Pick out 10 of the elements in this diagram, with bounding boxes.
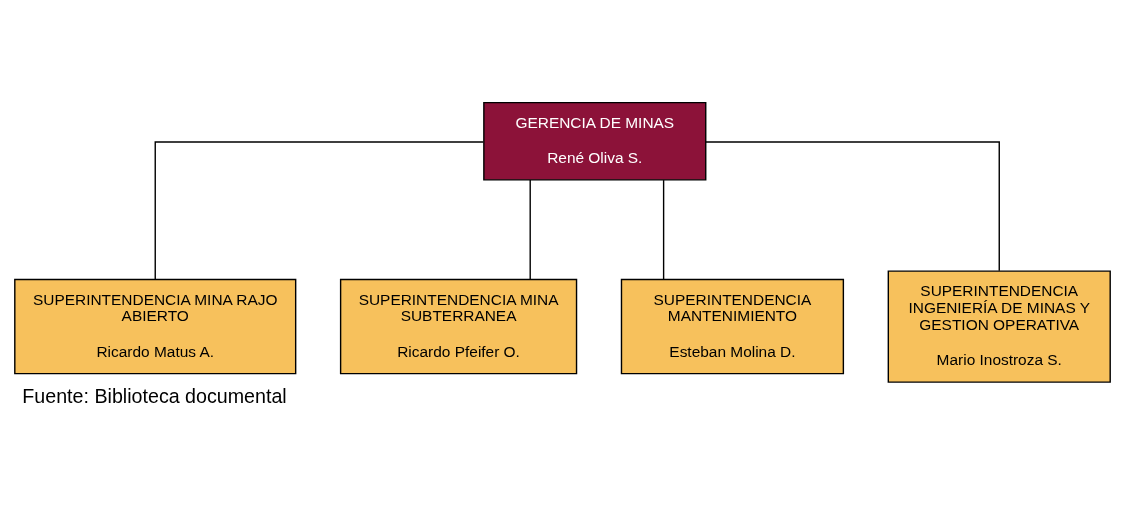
node-box: SUPERINTENDENCIA MINA RAJO ABIERTO Ricardo Matus A. (14, 278, 297, 374)
node-box: GERENCIA DE MINAS René Oliva S. (483, 101, 707, 181)
connector (705, 140, 1000, 271)
connector (529, 178, 531, 280)
node-box: SUPERINTENDENCIA MANTENIMIENTO Esteban Molina D. (620, 278, 845, 374)
node-box: SUPERINTENDENCIA MINA SUBTERRANEA Ricardo Pfeifer O. (339, 278, 578, 374)
caption: Fuente: Biblioteca documental (22, 384, 287, 407)
connector (662, 178, 665, 280)
connector (154, 140, 484, 280)
node-box: SUPERINTENDENCIA INGENIERÍA DE MINAS Y GESTION OPERATIVA Mario Inostroza S. (887, 269, 1111, 383)
